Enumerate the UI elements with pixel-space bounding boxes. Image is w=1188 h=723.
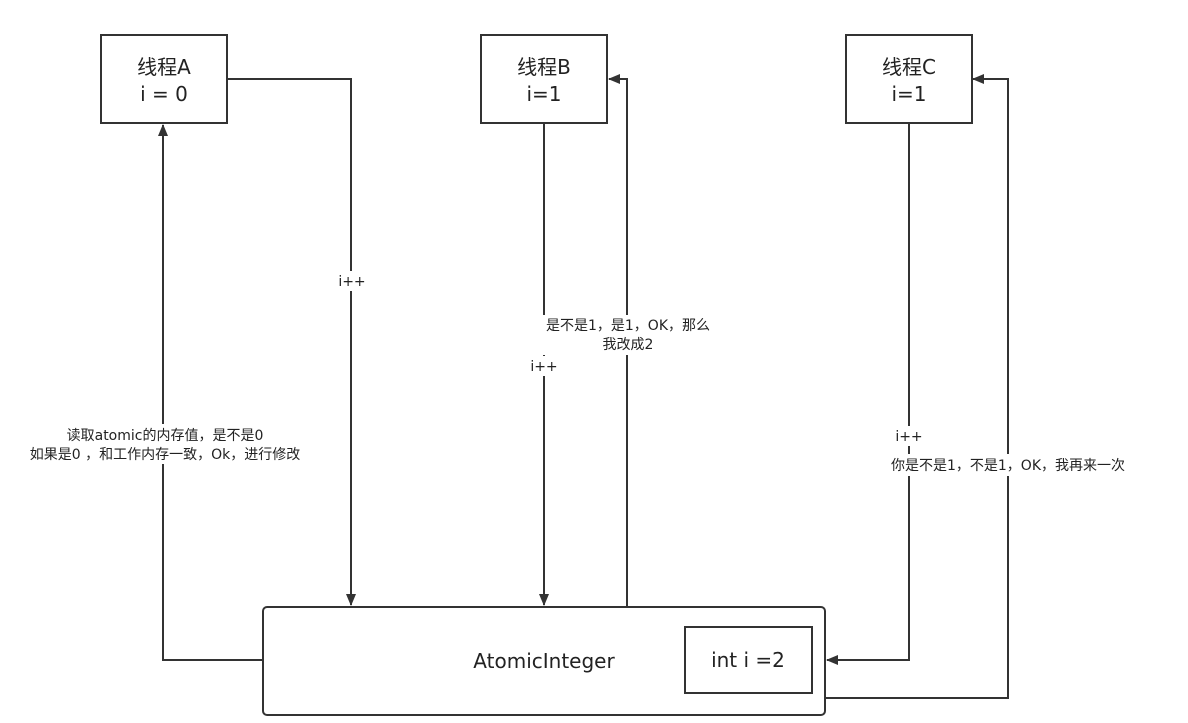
- thread-a-node: 线程A i = 0: [100, 34, 228, 124]
- int-value-box: [684, 626, 813, 694]
- label-a-read-line1: 读取atomic的内存值，是不是0: [67, 427, 264, 444]
- label-b-increment: i++: [530, 359, 557, 375]
- edge-atomic-to-a: [158, 124, 263, 661]
- thread-b-node: 线程B i=1: [480, 34, 608, 124]
- thread-c-node: 线程C i=1: [845, 34, 973, 124]
- label-c-increment: i++: [895, 429, 922, 445]
- thread-c-title: 线程C: [882, 55, 936, 79]
- atomic-integer-node: AtomicInteger int i =2: [262, 606, 826, 716]
- edge-atomic-to-b: [608, 74, 628, 606]
- label-c-retry: 你是不是1，不是1，OK，我再来一次: [891, 458, 1125, 474]
- edge-atomic-to-c: [825, 74, 1009, 699]
- label-a-increment: i++: [338, 274, 365, 290]
- thread-b-value: i=1: [526, 82, 561, 106]
- label-a-read-line2: 如果是0 ，和工作内存一致，Ok，进行修改: [30, 447, 300, 463]
- edge-c-to-inner: [826, 123, 910, 665]
- thread-b-title: 线程B: [517, 55, 571, 79]
- thread-a-value: i = 0: [140, 82, 188, 106]
- edge-a-to-atomic: [227, 78, 356, 606]
- label-b-check-line1: 是不是1，是1，OK，那么: [546, 318, 710, 334]
- thread-a-title: 线程A: [137, 55, 191, 79]
- int-value-label: int i =2: [711, 648, 785, 672]
- label-b-check-line2: 我改成2: [603, 337, 654, 353]
- atomic-integer-label: AtomicInteger: [473, 649, 615, 673]
- thread-c-value: i=1: [891, 82, 926, 106]
